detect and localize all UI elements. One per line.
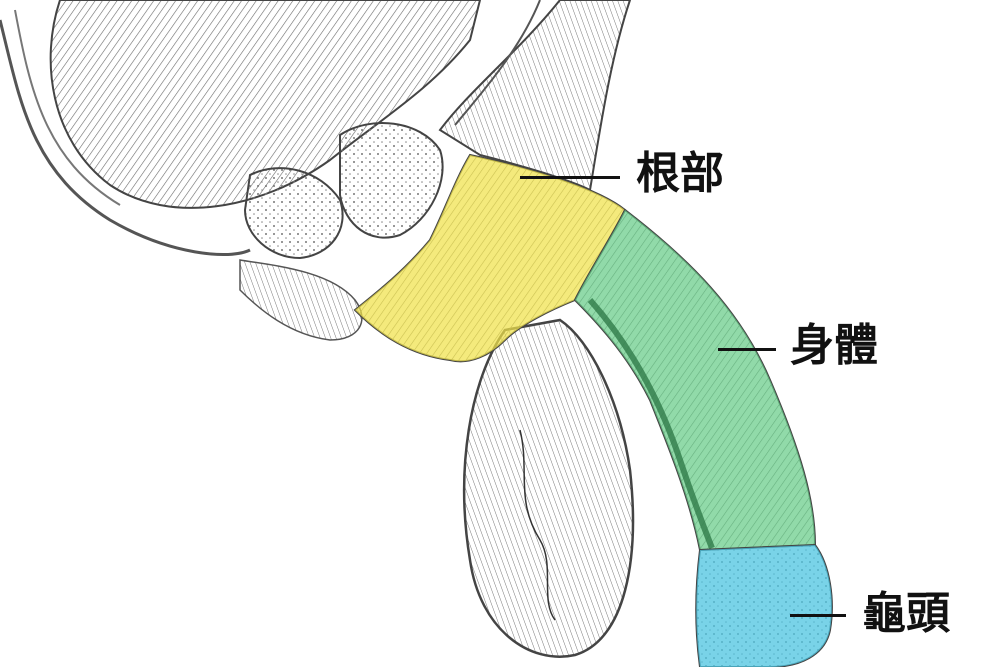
glans-highlight: [696, 545, 832, 667]
body-leader-line: [718, 348, 776, 351]
label-glans: 龜頭: [862, 592, 950, 636]
glans-region: [696, 545, 832, 667]
label-root: 根部: [636, 152, 724, 196]
scrotum: [464, 320, 633, 657]
label-body: 身體: [790, 324, 878, 368]
glans-leader-line: [790, 614, 846, 617]
root-leader-line: [520, 176, 620, 179]
perineum: [240, 260, 362, 340]
